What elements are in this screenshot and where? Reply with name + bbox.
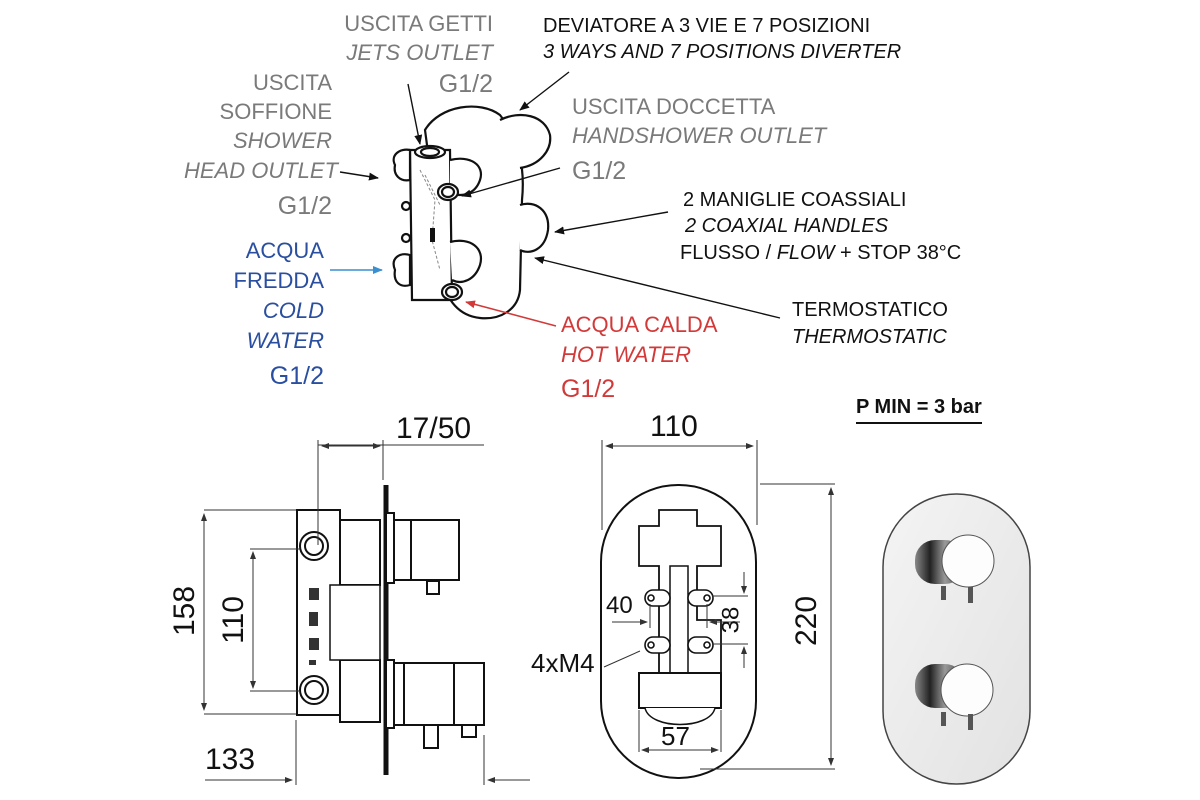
label-cold-water-en-2: WATER xyxy=(246,328,324,353)
label-flow-stop: + STOP 38°C xyxy=(834,242,962,264)
label-flow-en: FLOW xyxy=(776,242,835,264)
label-diverter-it: DEVIATORE A 3 VIE E 7 POSIZIONI xyxy=(543,15,871,37)
label-handshower-thread: G1/2 xyxy=(572,157,627,185)
label-cold-water-it-1: ACQUA xyxy=(245,238,324,263)
valve-detail xyxy=(430,228,435,242)
label-shower-head-en-2: HEAD OUTLET xyxy=(183,158,338,183)
label-handles-flow: FLUSSO / FLOW + STOP 38°C xyxy=(680,243,961,263)
label-diverter-en: 3 WAYS AND 7 POSITIONS DIVERTER xyxy=(543,41,902,63)
dim-side-inlet-spacing: 110 xyxy=(216,596,250,644)
valve-internal-lines xyxy=(419,169,441,271)
label-jets-outlet-thread: G1/2 xyxy=(438,70,493,98)
label-handles-en: 2 COAXIAL HANDLES xyxy=(685,215,889,237)
label-shower-head-it-1: USCITA xyxy=(252,70,332,95)
label-cold-water-it-2: FREDDA xyxy=(233,268,324,293)
screw-leader-line xyxy=(603,650,641,668)
dim-front-body-width: 57 xyxy=(661,721,690,751)
label-jets-outlet-it: USCITA GETTI xyxy=(344,11,493,36)
dim-front-screws: 4xM4 xyxy=(531,648,595,678)
label-shower-head-it-2: SOFFIONE xyxy=(219,99,332,124)
label-cold-water-thread: G1/2 xyxy=(269,362,324,390)
dim-front-width: 110 xyxy=(650,410,698,443)
label-flow-it: FLUSSO / xyxy=(680,242,777,264)
arrow-hot-water xyxy=(465,300,557,327)
arrow-handshower xyxy=(461,167,561,198)
dim-side-depth-range: 17/50 xyxy=(396,412,472,445)
label-handles-it: 2 MANIGLIE COASSIALI xyxy=(683,189,907,211)
label-handshower-en: HANDSHOWER OUTLET xyxy=(572,123,827,148)
label-thermostatic-it: TERMOSTATICO xyxy=(792,299,948,321)
side-view-dimension-lines xyxy=(201,440,530,785)
dim-front-hole-h-spacing: 40 xyxy=(606,592,633,619)
side-view-details xyxy=(309,588,319,665)
dim-front-height: 220 xyxy=(790,595,824,647)
dim-front-hole-v-spacing: 38 xyxy=(717,606,745,634)
arrow-diverter xyxy=(519,71,570,111)
dim-side-total-depth: 133 xyxy=(205,743,256,776)
label-shower-head-en-1: SHOWER xyxy=(233,128,332,153)
label-hot-water-it: ACQUA CALDA xyxy=(561,312,718,337)
label-cold-water-en-1: COLD xyxy=(262,298,324,323)
dim-side-height-total: 158 xyxy=(168,585,202,637)
arrow-shower-head xyxy=(339,171,379,181)
pressure-note: P MIN = 3 bar xyxy=(856,396,982,424)
label-handshower-it: USCITA DOCCETTA xyxy=(572,94,776,119)
label-shower-head-thread: G1/2 xyxy=(277,192,332,220)
arrow-handles xyxy=(554,211,669,235)
front-view-dimension-lines xyxy=(601,440,835,770)
side-view xyxy=(296,485,485,775)
label-hot-water-en: HOT WATER xyxy=(561,342,691,367)
arrow-jets-outlet xyxy=(407,83,423,145)
label-hot-water-thread: G1/2 xyxy=(561,375,616,403)
product-render xyxy=(882,493,1031,785)
arrow-thermostatic xyxy=(534,256,781,319)
label-thermostatic-en: THERMOSTATIC xyxy=(792,326,947,348)
valve-isometric xyxy=(392,105,552,320)
label-jets-outlet-en: JETS OUTLET xyxy=(346,40,493,65)
front-view-screw-lugs xyxy=(644,589,714,654)
front-view xyxy=(600,484,757,779)
